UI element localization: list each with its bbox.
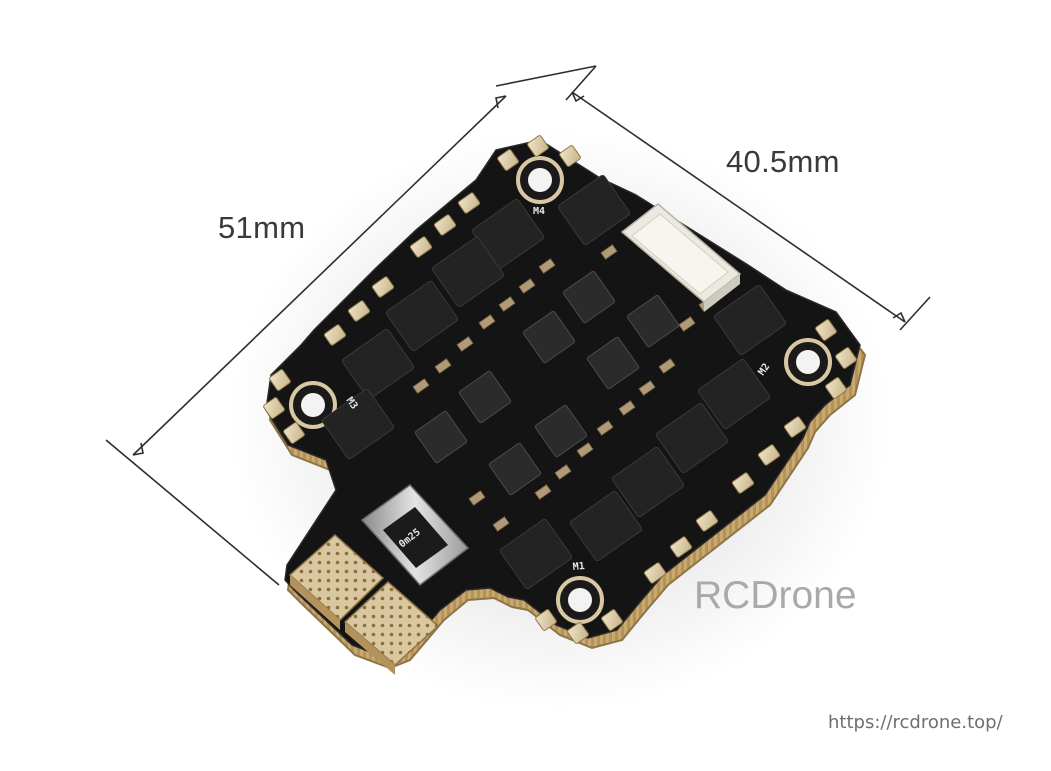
mounting-hole-bottom <box>556 576 604 624</box>
source-url-text: https://rcdrone.top/ <box>828 712 1003 733</box>
dimension-line-length <box>105 65 597 586</box>
dimension-label-width: 40.5mm <box>726 144 840 179</box>
driver-ics <box>414 270 680 496</box>
mounting-hole-left <box>289 381 337 429</box>
passive-components <box>412 244 716 532</box>
mounting-holes <box>289 156 832 624</box>
dimension-line-width <box>565 65 931 331</box>
mosfet-chips <box>321 174 787 590</box>
solder-pads <box>263 135 857 644</box>
battery-pads <box>288 533 440 675</box>
silk-label-m1: M1 <box>572 561 585 573</box>
mounting-hole-right <box>784 338 832 386</box>
watermark-text: RCDrone <box>694 574 857 617</box>
signal-connector <box>620 203 742 312</box>
mounting-hole-top <box>516 156 564 204</box>
silk-label-m4: M4 <box>533 206 545 217</box>
shunt-resistor: 0m25 <box>360 483 470 587</box>
dimension-label-length: 51mm <box>218 210 306 245</box>
